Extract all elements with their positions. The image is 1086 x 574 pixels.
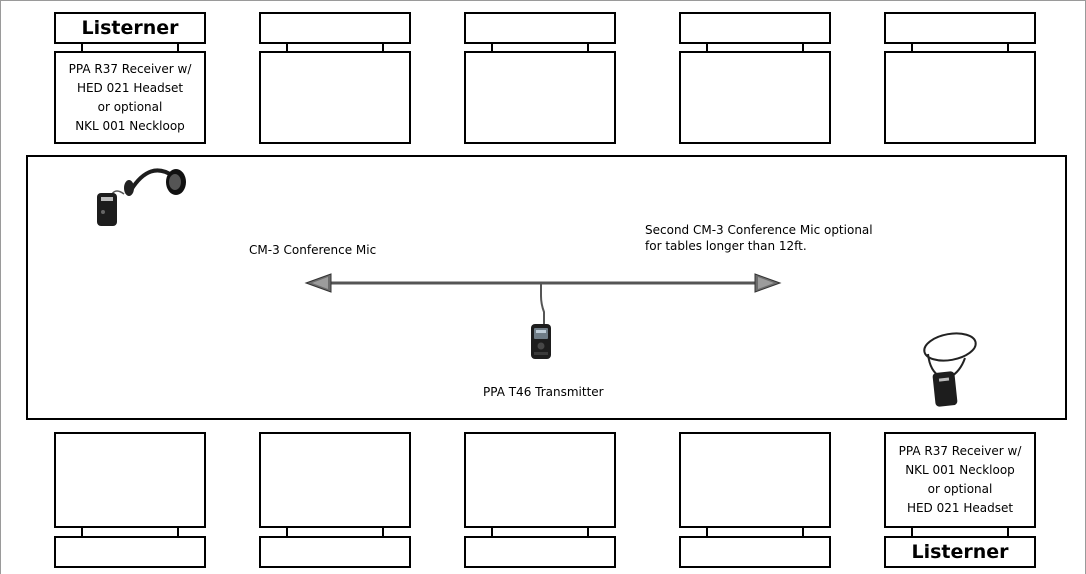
seat <box>464 432 616 528</box>
transmitter-label: PPA T46 Transmitter <box>483 385 604 399</box>
conference-mic-right-icon <box>754 273 782 293</box>
chair-back <box>464 536 616 568</box>
conference-mic-label: CM-3 Conference Mic <box>249 243 377 257</box>
chair-back <box>884 12 1036 44</box>
seat-top-left: PPA R37 Receiver w/ HED 021 Headset or o… <box>54 51 206 144</box>
seat <box>54 432 206 528</box>
conference-mic-left-icon <box>304 273 332 293</box>
chair-back <box>464 12 616 44</box>
listener-label-box-bottom: Listerner <box>884 536 1036 568</box>
seat <box>464 51 616 144</box>
listener-label: Listerner <box>911 541 1009 563</box>
seat <box>679 51 831 144</box>
chair-back <box>54 536 206 568</box>
conference-table <box>26 155 1067 420</box>
listener-label: Listerner <box>81 17 179 39</box>
mic-cable <box>318 281 766 326</box>
seat <box>259 51 411 144</box>
receiver-caption: PPA R37 Receiver w/ HED 021 Headset or o… <box>68 61 192 133</box>
headset-receiver-icon <box>97 168 186 226</box>
seat <box>259 432 411 528</box>
seat <box>884 51 1036 144</box>
receiver-caption: PPA R37 Receiver w/ NKL 001 Neckloop or … <box>898 444 1022 515</box>
chair-back <box>259 536 411 568</box>
seat <box>679 432 831 528</box>
seat-bottom-right: PPA R37 Receiver w/ NKL 001 Neckloop or … <box>884 432 1036 528</box>
transmitter-icon <box>531 324 551 359</box>
listener-label-box-top: Listerner <box>54 12 206 44</box>
chair-back <box>679 536 831 568</box>
second-mic-label: Second CM-3 Conference Mic optional for … <box>645 223 873 253</box>
chair-back <box>679 12 831 44</box>
neckloop-receiver-icon <box>923 332 977 407</box>
chair-back <box>259 12 411 44</box>
